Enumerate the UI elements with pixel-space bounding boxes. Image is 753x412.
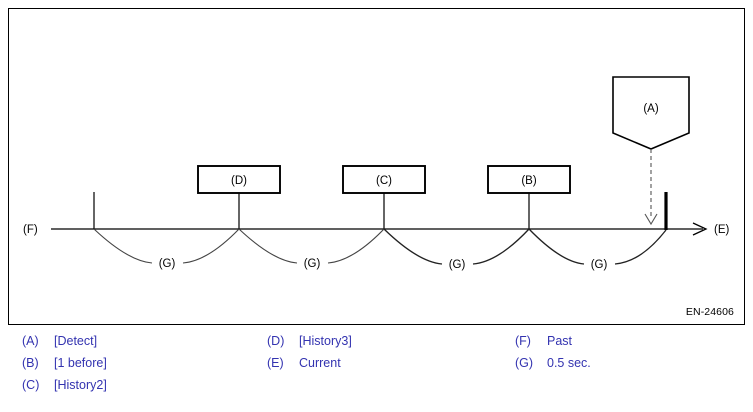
interval-arc-3-left	[383, 228, 443, 265]
legend-key-f: (F)	[515, 334, 531, 348]
legend-column-2: (D) [History3] (E) Current	[267, 334, 352, 378]
history-box-d-label: (D)	[231, 175, 247, 187]
interval-arc-4-right	[614, 229, 667, 265]
legend-key-g: (G)	[515, 356, 534, 370]
legend-item-e: (E) Current	[267, 356, 352, 378]
legend-item-b: (B) [1 before]	[22, 356, 107, 378]
axis-label-current: (E)	[714, 224, 730, 236]
legend-value-c: [History2]	[54, 378, 107, 392]
detect-pentagon	[612, 76, 690, 150]
legend-column-1: (A) [Detect] (B) [1 before] (C) [History…	[22, 334, 107, 400]
timeline-diagram: (A) (D) (C) (B) (F) (E	[23, 76, 730, 271]
figure-frame: (A) (D) (C) (B) (F) (E	[8, 8, 745, 325]
axis-label-past: (F)	[23, 224, 38, 236]
legend-value-b: [1 before]	[54, 356, 107, 370]
legend-key-d: (D)	[267, 334, 285, 348]
legend-value-e: Current	[299, 356, 341, 370]
interval-arc-2-left	[238, 228, 298, 264]
figure-id-code: EN-24606	[685, 306, 734, 318]
interval-label-4: (G)	[591, 259, 608, 271]
interval-label-2: (G)	[304, 258, 321, 270]
interval-arc-3-right	[472, 228, 530, 265]
interval-arc-1-right	[182, 228, 240, 264]
legend-value-d: [History3]	[299, 334, 352, 348]
legend-value-f: Past	[547, 334, 573, 348]
interval-label-3: (G)	[449, 259, 466, 271]
legend-key-a: (A)	[22, 334, 39, 348]
legend-column-3: (F) Past (G) 0.5 sec.	[515, 334, 591, 378]
time-axis-arrowhead-icon	[692, 222, 708, 236]
legend: (A) [Detect] (B) [1 before] (C) [History…	[8, 334, 745, 406]
detect-arrowhead-icon	[644, 213, 658, 226]
legend-item-d: (D) [History3]	[267, 334, 352, 356]
interval-arc-4-left	[528, 228, 585, 265]
legend-value-a: [Detect]	[54, 334, 98, 348]
legend-item-c: (C) [History2]	[22, 378, 107, 400]
legend-key-e: (E)	[267, 356, 284, 370]
legend-item-g: (G) 0.5 sec.	[515, 356, 591, 378]
legend-key-c: (C)	[22, 378, 40, 392]
history-box-b	[487, 165, 571, 194]
legend-value-g: 0.5 sec.	[547, 356, 591, 370]
legend-item-a: (A) [Detect]	[22, 334, 107, 356]
interval-arc-1-left	[93, 228, 153, 264]
interval-arc-2-right	[327, 228, 385, 264]
detect-pentagon-label: (A)	[643, 103, 659, 115]
interval-label-1: (G)	[159, 258, 176, 270]
legend-item-f: (F) Past	[515, 334, 591, 356]
history-box-c-label: (C)	[376, 175, 392, 187]
history-box-b-label: (B)	[521, 175, 537, 187]
legend-key-b: (B)	[22, 356, 39, 370]
